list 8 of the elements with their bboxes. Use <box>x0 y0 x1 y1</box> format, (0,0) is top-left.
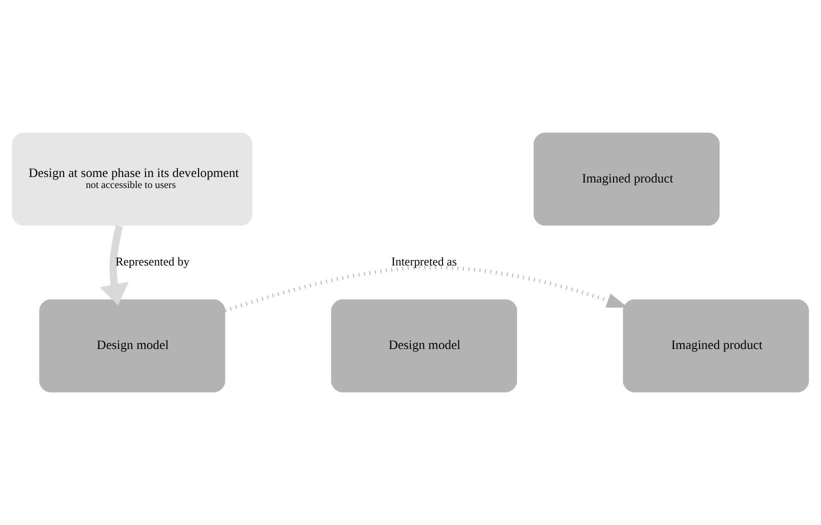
node-box: Design model <box>331 299 518 392</box>
edge-label: Represented by <box>115 254 190 269</box>
node-box: Design model <box>39 299 226 392</box>
arrow <box>100 225 129 306</box>
edge-label: Interpreted as <box>391 254 457 269</box>
node-box: Design at some phase in its development not accessible to users <box>12 132 252 226</box>
node-box: Imagined product <box>622 299 809 392</box>
node-box: Imagined product <box>534 132 720 226</box>
